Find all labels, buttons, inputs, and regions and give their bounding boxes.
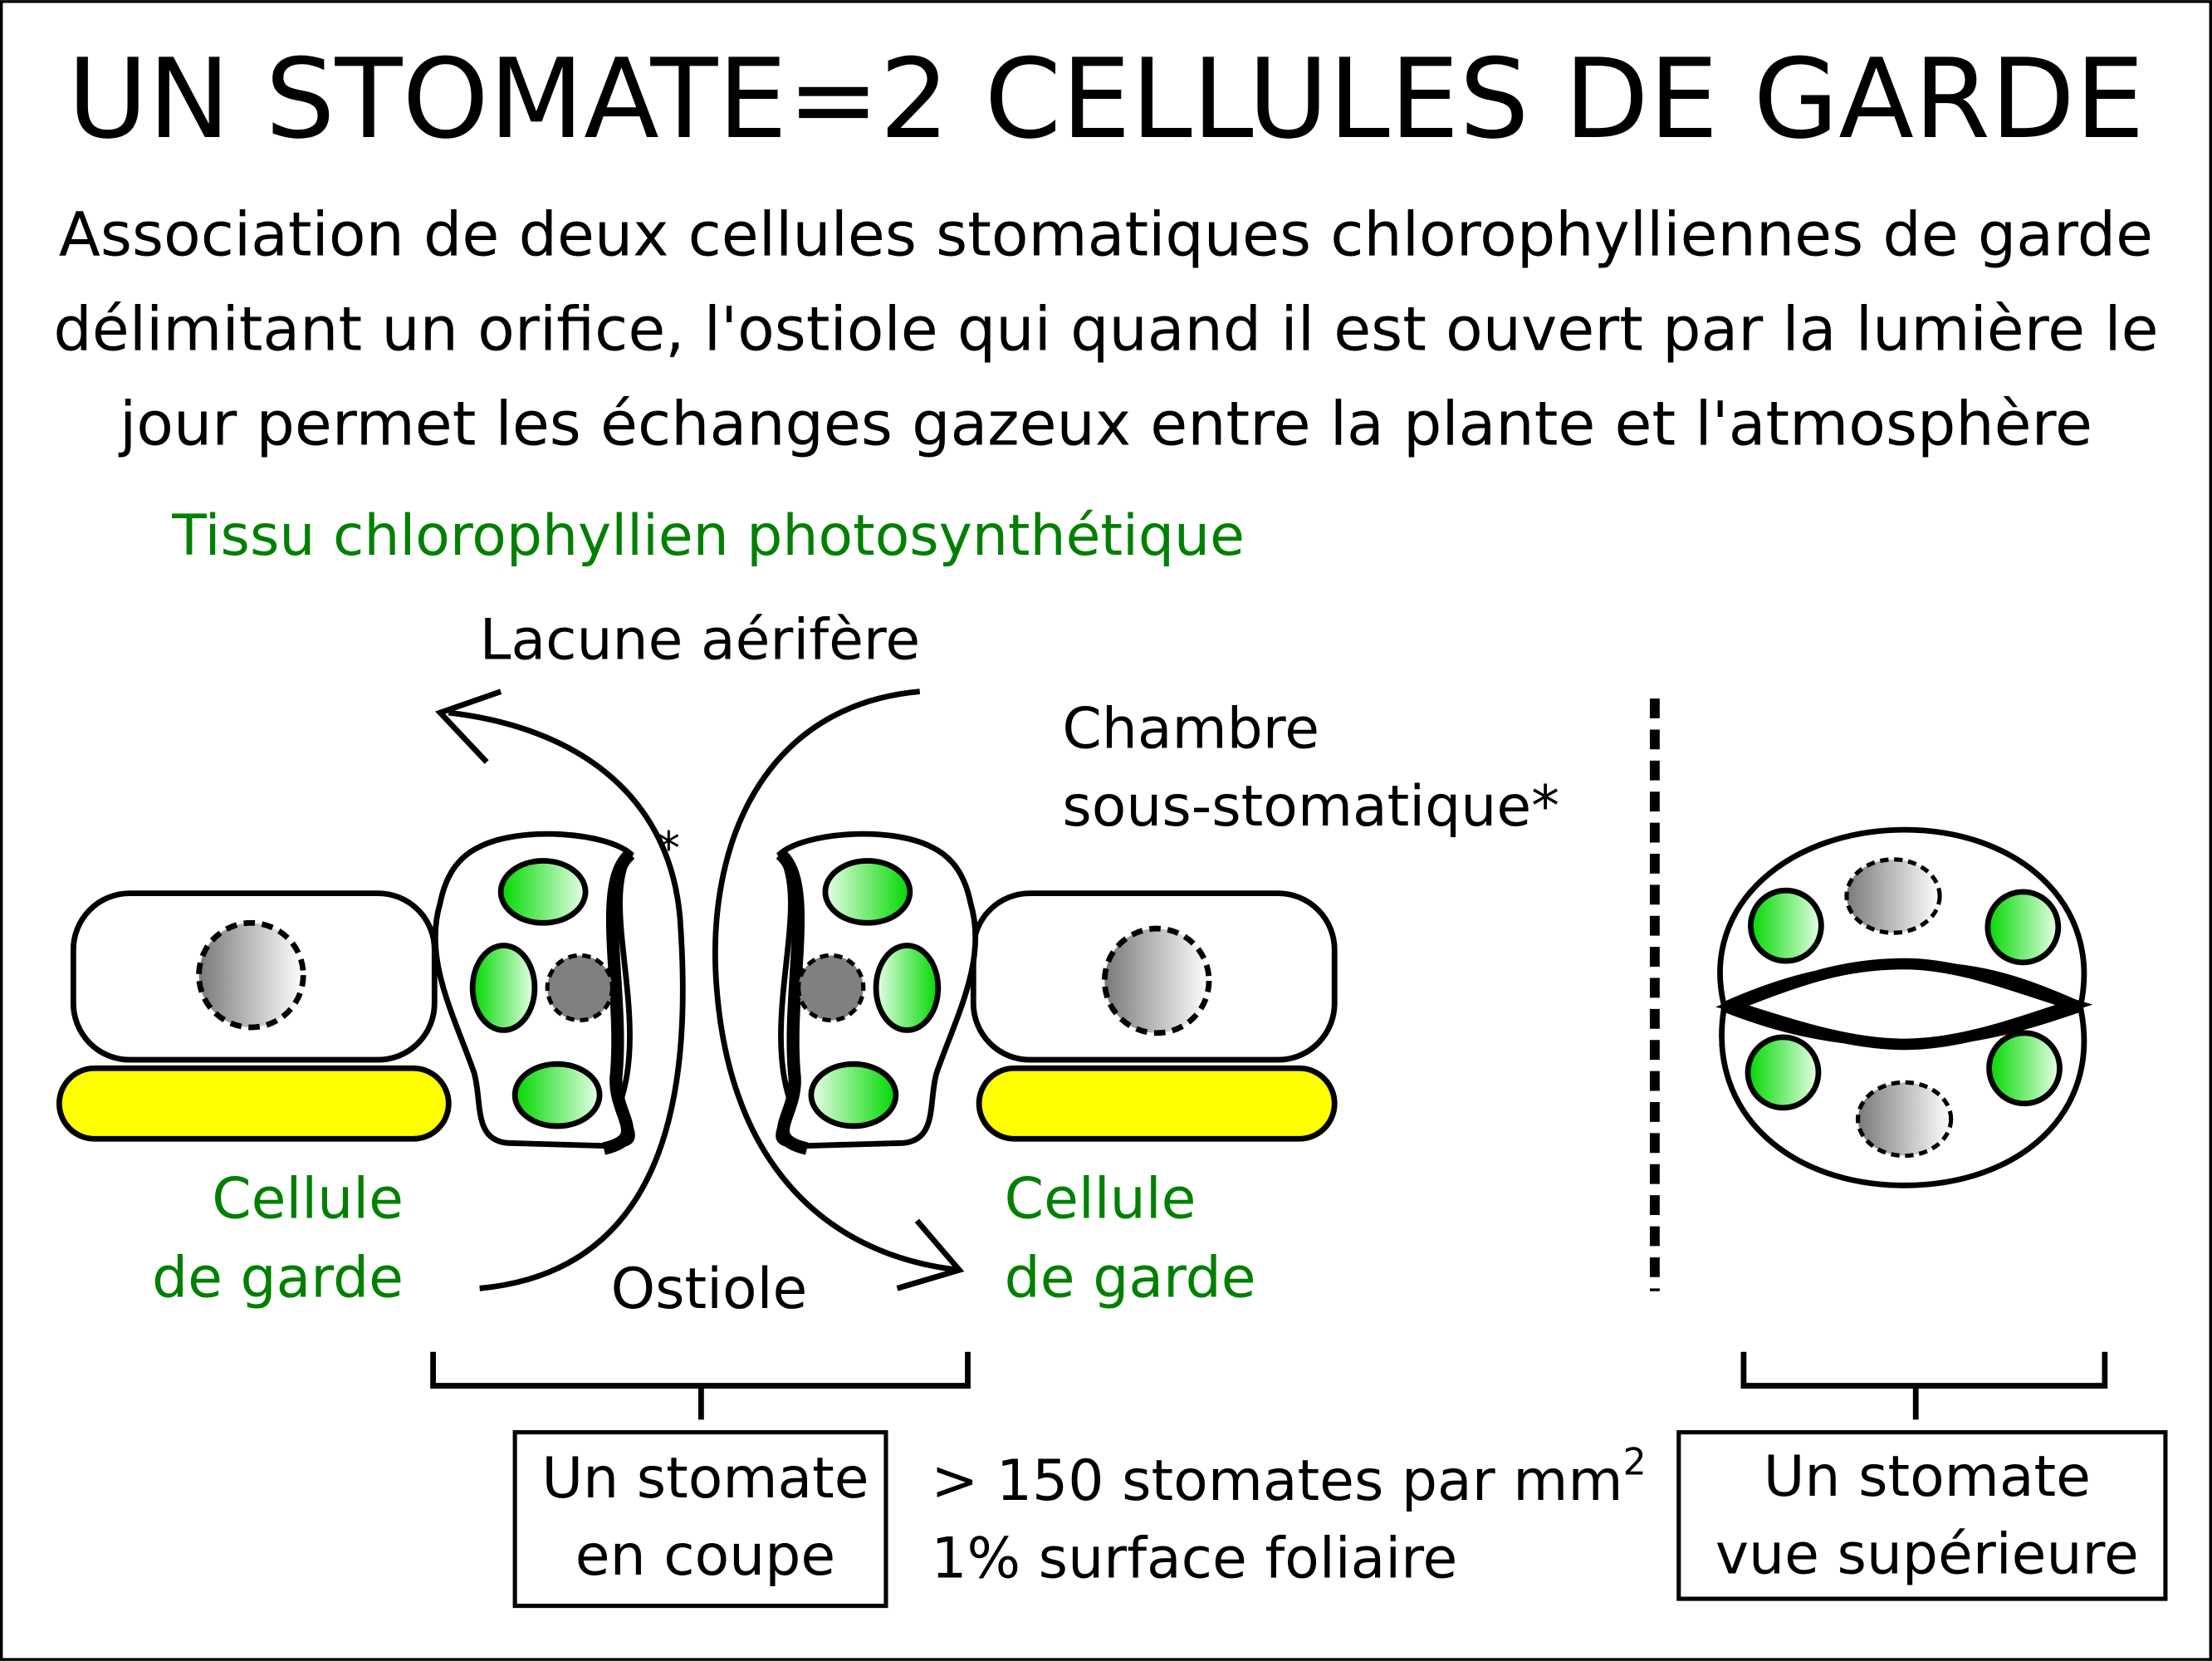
description-line: Association de deux cellules stomatiques… — [59, 200, 2153, 271]
description-line: jour permet les échanges gazeux entre la… — [118, 389, 2092, 459]
title: UN STOMATE=2 CELLULES DE GARDE — [67, 36, 2145, 164]
nucleus — [1101, 925, 1212, 1036]
top-view-bracket — [1740, 1351, 2108, 1420]
right-epidermal-cell — [970, 890, 1338, 1063]
chloroplast — [497, 858, 589, 926]
section-box — [512, 1430, 888, 1609]
tissue-label: Tissu chlorophyllien photosynthétique — [171, 503, 1245, 569]
right-cuticle — [976, 1065, 1338, 1142]
top-view-box-line: Un stomate — [1764, 1444, 2091, 1510]
chloroplast — [1748, 887, 1824, 964]
top-view-box — [1676, 1430, 2168, 1601]
ostiole-label: Ostiole — [611, 1257, 808, 1322]
left-epidermal-cell — [70, 890, 438, 1063]
stats-surface: 1% surface foliaire — [931, 1526, 1457, 1592]
lacune-label: Lacune aérifère — [480, 608, 921, 674]
left-guard-cell — [432, 830, 635, 1155]
description-line: délimitant un orifice, l'ostiole qui qua… — [53, 294, 2158, 365]
top-view-box-line: vue supérieure — [1715, 1522, 2139, 1588]
chloroplast — [1984, 889, 2062, 966]
stomate-top-view — [1715, 826, 2093, 1188]
guard-cell-label-left: de garde — [152, 1246, 404, 1311]
guard-cell-label-left: Cellule — [212, 1166, 404, 1232]
chambre-label: sous-stomatique* — [1062, 774, 1559, 840]
stats-density: > 150 stomates par mm2 — [931, 1442, 1646, 1515]
section-box-line: Un stomate — [541, 1446, 869, 1512]
chambre-label: Chambre — [1062, 697, 1319, 762]
nucleus — [1856, 1080, 1954, 1159]
nucleus — [196, 919, 306, 1031]
right-guard-cell — [776, 830, 979, 1155]
chloroplast — [1986, 1030, 2063, 1107]
guard-cell-label-right: de garde — [1005, 1246, 1256, 1311]
section-box-line: en coupe — [575, 1523, 835, 1589]
nucleus — [545, 953, 614, 1023]
chloroplast — [1745, 1034, 1822, 1111]
chloroplast — [469, 943, 538, 1033]
guard-cell-label-right: Cellule — [1005, 1166, 1197, 1232]
inflow-arrow-icon — [712, 688, 965, 1291]
section-bracket — [430, 1351, 971, 1420]
nucleus — [1844, 857, 1942, 935]
left-cuticle — [56, 1065, 452, 1142]
chloroplast — [511, 1061, 603, 1129]
outflow-arrow-icon — [435, 688, 686, 1291]
